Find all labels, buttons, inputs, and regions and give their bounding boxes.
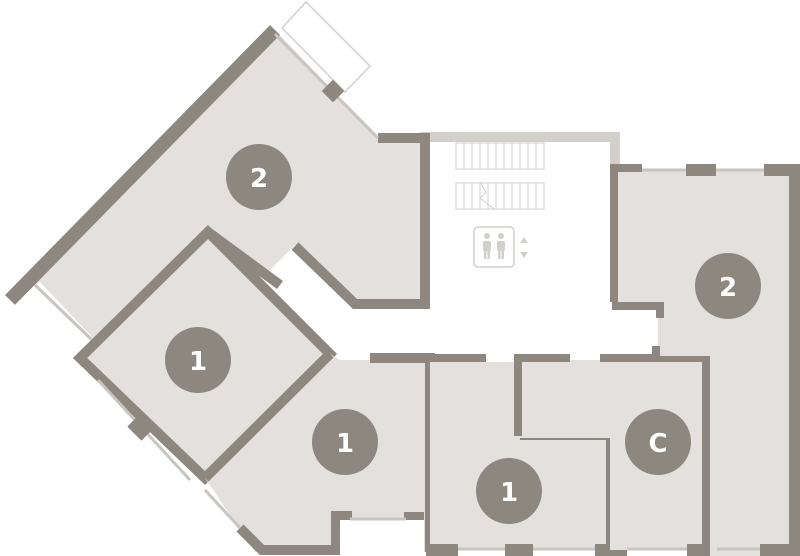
room-count-badge: 2 (226, 144, 292, 210)
apartment-studio[interactable] (514, 354, 717, 556)
stairs-icon (455, 142, 545, 210)
room-count-badge: 1 (312, 409, 378, 475)
svg-text:1: 1 (336, 429, 354, 459)
up-down-arrows-icon (520, 237, 528, 258)
svg-text:2: 2 (719, 273, 737, 303)
svg-text:1: 1 (189, 347, 207, 377)
svg-text:C: C (648, 429, 667, 459)
elevator-icon (473, 226, 515, 268)
room-count-badge: 2 (695, 253, 761, 319)
core-wall (420, 132, 620, 142)
room-count-badge: 1 (165, 327, 231, 393)
svg-text:2: 2 (250, 164, 268, 194)
room-count-badge: 1 (476, 458, 542, 524)
room-count-badge: C (625, 409, 691, 475)
svg-text:1: 1 (500, 478, 518, 508)
balcony-outline (280, 0, 372, 94)
